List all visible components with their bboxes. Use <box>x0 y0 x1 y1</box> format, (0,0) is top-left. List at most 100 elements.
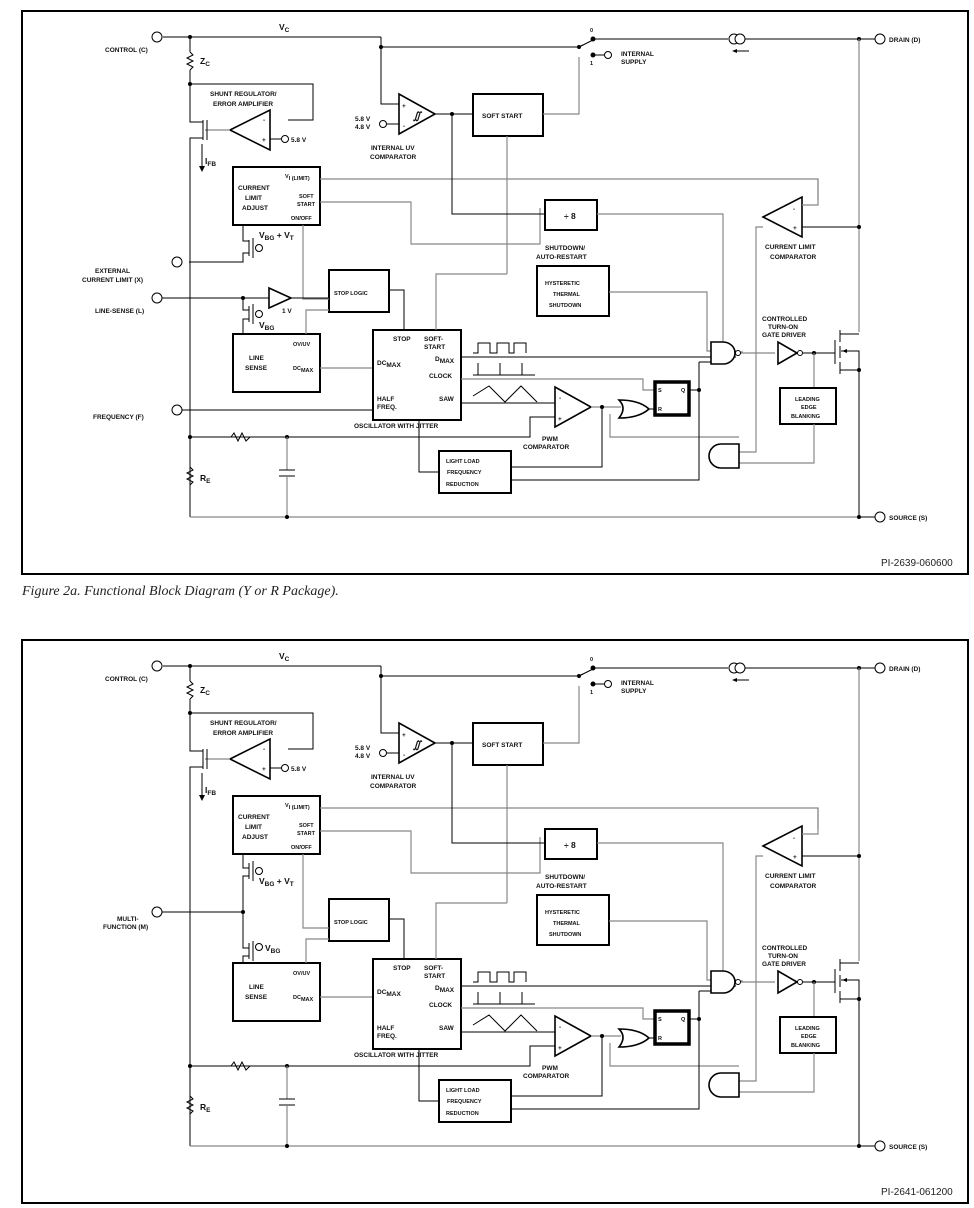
svg-text:VBG: VBG <box>259 320 274 332</box>
svg-text:STOP LOGIC: STOP LOGIC <box>334 920 368 926</box>
svg-text:-: - <box>403 752 405 759</box>
drain-pin-label: DRAIN (D) <box>889 37 920 44</box>
svg-text:CURRENT LIMIT: CURRENT LIMIT <box>765 244 816 251</box>
stop-logic-block: STOP LOGIC <box>302 225 405 330</box>
svg-text:REDUCTION: REDUCTION <box>446 482 479 488</box>
svg-text:DMAX: DMAX <box>435 985 455 994</box>
svg-text:ERROR AMPLIFIER: ERROR AMPLIFIER <box>213 730 273 737</box>
soft-start-block: SOFT START <box>472 696 580 903</box>
svg-text:TURN-ON: TURN-ON <box>768 324 798 331</box>
svg-text:4.8 V: 4.8 V <box>355 124 371 131</box>
line-sense-block: LINE SENSE OV/UV DCMAX <box>232 938 373 1022</box>
soft-start-block: SOFT START <box>472 67 580 274</box>
or-gate <box>609 399 739 438</box>
svg-text:EDGE: EDGE <box>801 405 817 411</box>
drain-pin-label: DRAIN (D) <box>889 666 920 673</box>
svg-text:PWM: PWM <box>542 436 558 443</box>
svg-text:S: S <box>658 388 662 394</box>
source-pin-terminal <box>874 511 886 523</box>
svg-text:Q: Q <box>681 1017 686 1023</box>
svg-text:RE: RE <box>200 1102 211 1114</box>
svg-text:SHUTDOWN: SHUTDOWN <box>549 303 581 309</box>
svg-text:1: 1 <box>590 61 593 67</box>
svg-text:CURRENT: CURRENT <box>238 185 270 192</box>
part-id: PI-2639-060600 <box>881 558 953 569</box>
svg-text:OSCILLATOR WITH JITTER: OSCILLATOR WITH JITTER <box>354 423 439 430</box>
svg-text:R: R <box>658 407 662 413</box>
svg-text:THERMAL: THERMAL <box>553 921 581 927</box>
light-load-frequency-reduction-block: LIGHT LOAD FREQUENCY REDUCTION <box>418 420 521 494</box>
controlled-turn-on-gate-driver: CONTROLLED TURN-ON GATE DRIVER <box>762 316 835 390</box>
part-id: PI-2641-061200 <box>881 1187 953 1198</box>
svg-text:CURRENT LIMIT (X): CURRENT LIMIT (X) <box>82 277 143 284</box>
divide-by-8-block: ÷ 8 SHUTDOWN/ AUTO-RESTART <box>451 743 743 982</box>
variant-b-pins: VBG + VT MULTI- FUNCTION (M) VBG <box>103 854 294 963</box>
svg-text:COMPARATOR: COMPARATOR <box>523 444 570 451</box>
internal-uv-comparator: + - ∬ 5.8 V 4.8 V INTERNAL UV COMPARATOR <box>355 676 473 790</box>
svg-text:+: + <box>402 103 406 110</box>
sr-flip-flop: S Q R <box>521 990 711 1110</box>
hysteretic-thermal-shutdown-block: HYSTERETIC THERMAL SHUTDOWN <box>536 894 736 981</box>
control-pin-label: CONTROL (C) <box>105 676 148 683</box>
svg-text:5.8 V: 5.8 V <box>355 116 371 123</box>
svg-text:COMPARATOR: COMPARATOR <box>770 883 817 890</box>
svg-text:+: + <box>402 732 406 739</box>
svg-text:+: + <box>793 225 797 232</box>
svg-text:START: START <box>424 344 445 351</box>
svg-text:SHUNT REGULATOR/: SHUNT REGULATOR/ <box>210 720 277 727</box>
svg-text:COMPARATOR: COMPARATOR <box>523 1073 570 1080</box>
svg-text:SHUTDOWN/: SHUTDOWN/ <box>545 245 585 252</box>
supply-switch: 0 1 INTERNAL SUPPLY <box>577 657 728 696</box>
svg-text:PWM: PWM <box>542 1065 558 1072</box>
source-pin-label: SOURCE (S) <box>889 1144 927 1151</box>
pwm-comparator: - + PWM COMPARATOR <box>189 385 621 468</box>
and-gate-output <box>710 970 775 994</box>
svg-text:COMPARATOR: COMPARATOR <box>370 783 417 790</box>
svg-text:ERROR AMPLIFIER: ERROR AMPLIFIER <box>213 101 273 108</box>
svg-text:0: 0 <box>590 657 593 663</box>
svg-text:DCMAX: DCMAX <box>293 995 314 1003</box>
control-pin-label: CONTROL (C) <box>105 47 148 54</box>
svg-text:5.8 V: 5.8 V <box>355 745 371 752</box>
svg-text:FREQ.: FREQ. <box>377 404 397 411</box>
svg-text:+: + <box>262 137 266 144</box>
svg-text:AUTO-RESTART: AUTO-RESTART <box>536 254 587 261</box>
svg-text:SAW: SAW <box>439 396 455 403</box>
supply-switch: 0 1 INTERNAL SUPPLY <box>577 28 728 67</box>
svg-text:-: - <box>403 123 405 130</box>
svg-text:START: START <box>297 202 316 208</box>
current-limit-adjust-block: CURRENT LIMIT ADJUST VI (LIMIT) SOFT STA… <box>232 795 819 874</box>
power-mosfet <box>834 959 861 1146</box>
controlled-turn-on-gate-driver: CONTROLLED TURN-ON GATE DRIVER <box>762 945 835 1019</box>
svg-text:SOFT START: SOFT START <box>482 113 522 120</box>
source-pin-terminal <box>874 1140 886 1152</box>
figure-caption: Figure 2a. Functional Block Diagram (Y o… <box>22 584 339 599</box>
svg-text:SOFT START: SOFT START <box>482 742 522 749</box>
svg-text:RE: RE <box>200 473 211 485</box>
svg-text:5.8 V: 5.8 V <box>291 766 307 773</box>
svg-text:CLOCK: CLOCK <box>429 1002 452 1009</box>
svg-text:SUPPLY: SUPPLY <box>621 59 647 66</box>
svg-text:ZC: ZC <box>200 685 210 697</box>
shunt-regulator-error-amplifier: SHUNT REGULATOR/ ERROR AMPLIFIER - + 5.8… <box>189 83 314 517</box>
block-diagram-multifunction: VC CONTROL (C) ZC SHUNT REGULATOR/ ERROR… <box>21 639 969 1204</box>
sr-flip-flop: S Q R <box>521 361 711 481</box>
svg-text:IFB: IFB <box>205 156 216 168</box>
svg-text:ADJUST: ADJUST <box>242 834 268 841</box>
control-pin-terminal <box>151 660 163 672</box>
oscillator-with-jitter-block: STOP SOFT- START DMAX DCMAX CLOCK HALF F… <box>354 902 736 1059</box>
svg-text:HALF: HALF <box>377 1025 394 1032</box>
svg-text:THERMAL: THERMAL <box>553 292 581 298</box>
zc-resistor: ZC <box>185 37 210 86</box>
control-pin-terminal <box>151 31 163 43</box>
internal-uv-comparator: + - ∬ 5.8 V 4.8 V INTERNAL UV COMPARATOR <box>355 47 473 161</box>
svg-text:-: - <box>263 117 265 124</box>
leading-edge-blanking-block: LEADING EDGE BLANKING <box>739 1016 837 1093</box>
variant-a-pins: VBG + VT EXTERNAL CURRENT LIMIT (X) LINE… <box>82 225 373 421</box>
hysteretic-thermal-shutdown-block: HYSTERETIC THERMAL SHUTDOWN <box>536 265 736 352</box>
svg-text:LIGHT LOAD: LIGHT LOAD <box>446 1088 480 1094</box>
svg-text:HALF: HALF <box>377 396 394 403</box>
svg-text:VBG + VT: VBG + VT <box>259 230 294 242</box>
svg-text:SENSE: SENSE <box>245 365 268 372</box>
svg-text:ON/OFF: ON/OFF <box>291 845 312 851</box>
